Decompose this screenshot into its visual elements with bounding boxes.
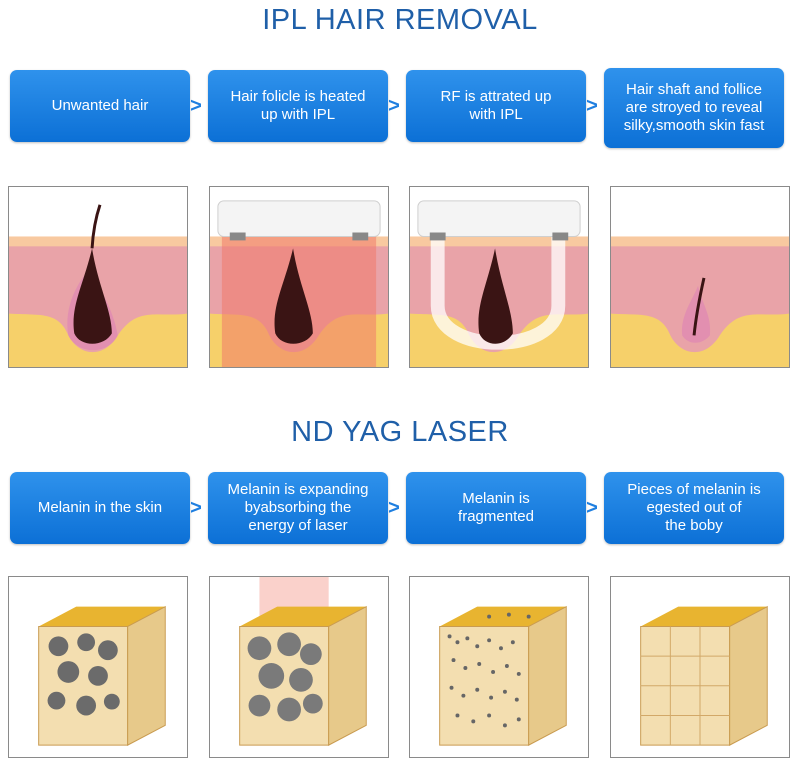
ipl-step-3: RF is attrated up with IPL [406,70,586,142]
yag-step-1: Melanin in the skin [10,472,190,544]
ipl-heating-illustration [210,200,388,367]
ipl-panel-heated [209,186,389,368]
yag-arrow-1-icon: > [190,496,202,519]
yag-panel-clear [610,576,790,758]
ipl-step-3-label: RF is attrated up with IPL [440,88,552,123]
skin-hair-illustration [9,204,187,367]
ipl-panel-smooth [610,186,790,368]
yag-step-2-label: Melanin is expanding byabsorbing the ene… [227,481,369,534]
melanin-cube-illustration [38,605,166,746]
ipl-step-1: Unwanted hair [10,70,190,142]
yag-step-1-label: Melanin in the skin [37,499,163,516]
yag-step-4: Pieces of melanin is egested out of the … [604,472,784,544]
ipl-panel-unwanted-hair [8,186,188,368]
ipl-step-4: Hair shaft and follice are stroyed to re… [604,68,784,148]
yag-section-title: ND YAG LASER [291,416,509,448]
clear-cube-illustration [640,605,768,746]
ipl-step-4-label: Hair shaft and follice are stroyed to re… [623,81,765,134]
ipl-arrow-3-icon: > [586,94,598,117]
ipl-step-1-label: Unwanted hair [51,97,149,114]
yag-panel-fragmented [409,576,589,758]
ipl-section-title: IPL HAIR REMOVAL [262,4,538,36]
ipl-step-2: Hair folicle is heated up with IPL [208,70,388,142]
yag-panel-melanin [8,576,188,758]
yag-arrow-3-icon: > [586,496,598,519]
fragmented-cube-illustration [439,605,567,746]
rf-illustration [410,200,588,367]
yag-arrow-2-icon: > [388,496,400,519]
yag-panel-expanding [209,576,389,758]
laser-cube-illustration [239,577,367,746]
yag-step-3-label: Melanin is fragmented [458,490,534,525]
yag-step-4-label: Pieces of melanin is egested out of the … [627,481,761,534]
ipl-arrow-1-icon: > [190,94,202,117]
yag-step-3: Melanin is fragmented [406,472,586,544]
ipl-step-2-label: Hair folicle is heated up with IPL [230,88,366,123]
ipl-arrow-2-icon: > [388,94,400,117]
ipl-panel-rf [409,186,589,368]
yag-step-2: Melanin is expanding byabsorbing the ene… [208,472,388,544]
smooth-skin-illustration [611,236,789,367]
